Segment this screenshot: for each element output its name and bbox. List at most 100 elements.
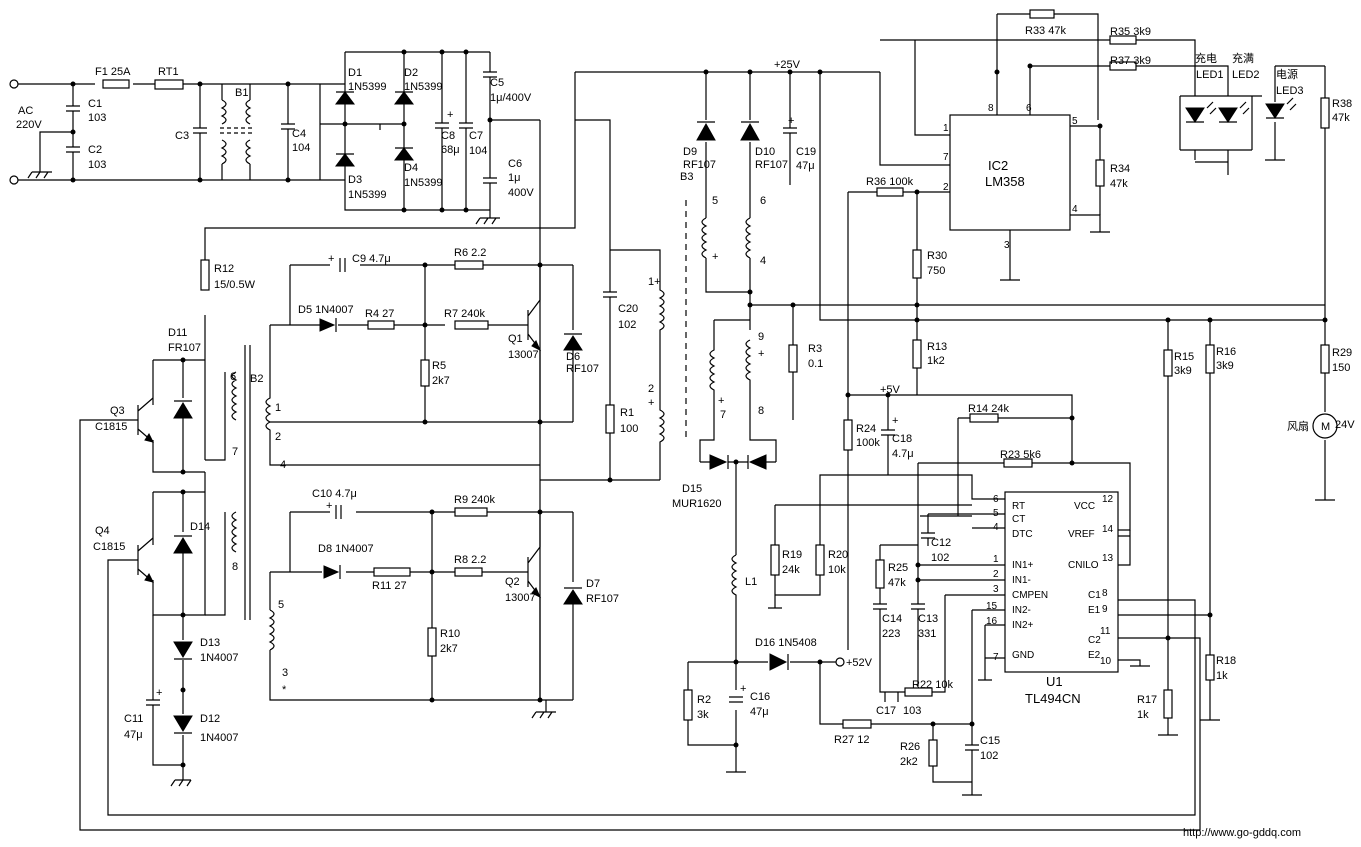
resistor-r27 [842, 719, 872, 729]
d12-name: D12 [200, 713, 220, 725]
r11-label: R11 27 [372, 580, 407, 592]
d5-label: D5 1N4007 [298, 304, 354, 316]
resistor-r23 [1003, 458, 1033, 468]
d1-name: D1 [348, 67, 362, 79]
r23-label: R23 5k6 [1000, 449, 1041, 461]
c13-name: C13 [918, 613, 938, 625]
u1-tl494cn [1004, 491, 1119, 673]
r14-label: R14 24k [968, 403, 1009, 415]
c17-val: 103 [903, 705, 921, 717]
resistor-r17 [1163, 689, 1173, 719]
fan-motor-icon [1312, 413, 1338, 439]
q3-val: C1815 [95, 421, 127, 433]
c6-val2: 400V [508, 187, 534, 199]
plus52v-label: +52V [846, 657, 873, 669]
ic2-pin3: 3 [1004, 240, 1010, 251]
resistor-r1 [605, 404, 615, 434]
led1-cn: 充电 [1195, 51, 1217, 65]
c11-plus: + [156, 687, 162, 699]
resistor-r22 [904, 687, 933, 697]
b2-pin-6: 6 [230, 371, 236, 383]
c12-name: C12 [931, 537, 951, 549]
rt1-label: RT1 [158, 66, 179, 78]
fuse-f1 [102, 79, 130, 89]
r30-name: R30 [927, 250, 947, 262]
b3-prim-1: 1+ [648, 276, 661, 288]
resistor-r13 [912, 339, 922, 369]
u1-name: U1 [1046, 674, 1063, 689]
resistor-r6 [454, 260, 484, 270]
r33-label: R33 47k [1025, 25, 1066, 37]
ac-input-section: AC 220V F1 25A RT1 C1 103 C2 103 C3 B1 C… [9, 66, 320, 185]
q4-name: Q4 [95, 525, 110, 537]
r10-name: R10 [440, 628, 460, 640]
tl494-num-1: 1 [993, 554, 999, 565]
d3-val: 1N5399 [348, 189, 387, 201]
resistor-r20 [815, 544, 825, 576]
c6-val1: 1μ [508, 172, 520, 184]
lm358-section: R33 47k R35 3k9 R37 3k9 IC2 LM358 8 6 1 … [819, 9, 1355, 650]
b1-label: B1 [235, 87, 248, 99]
d13-name: D13 [200, 637, 220, 649]
c11-val: 47μ [124, 729, 143, 741]
d3-name: D3 [348, 174, 362, 186]
d9-name: D9 [683, 146, 697, 158]
r25-name: R25 [888, 562, 908, 574]
r26-val: 2k2 [900, 756, 918, 768]
c4-val: 104 [292, 142, 310, 154]
fan-motor-m: M [1321, 421, 1330, 433]
ic2-pin7: 7 [943, 152, 949, 163]
r29-val: 150 [1332, 362, 1350, 374]
d6-name: D6 [566, 351, 580, 363]
r1-name: R1 [620, 407, 634, 419]
fan-voltage: 24V [1335, 419, 1355, 431]
r8-label: R8 2.2 [454, 554, 486, 566]
b3-pin-8: 8 [758, 405, 764, 417]
tl494-num-16: 16 [986, 616, 998, 627]
tl494-num-2: 2 [993, 569, 999, 580]
resistor-r29 [1320, 344, 1330, 374]
tl494-pin-in2n: IN2- [1012, 605, 1031, 616]
d6-val: RF107 [566, 363, 599, 375]
r3-val: 0.1 [808, 358, 823, 370]
aux-drive-section: R12 15/0.5W D11 FR107 Q3 C1815 D14 Q4 C1… [93, 259, 256, 787]
d8-label: D8 1N4007 [318, 543, 374, 555]
b2-pin-8: 8 [232, 561, 238, 573]
r5-val: 2k7 [432, 375, 450, 387]
resistor-r12 [200, 259, 210, 291]
b2-pin-4: 4 [280, 459, 286, 471]
r38-val: 47k [1332, 112, 1350, 124]
snubber-and-b3-primary: C20 102 R1 100 1+ 2 + [540, 200, 687, 483]
d9-val: RF107 [683, 159, 716, 171]
d15-val: MUR1620 [672, 498, 722, 510]
tl494-pin-c2: C2 [1088, 635, 1101, 646]
b3-pin-4: 4 [760, 255, 766, 267]
resistor-r18 [1205, 654, 1215, 681]
r29-name: R29 [1332, 347, 1352, 359]
ic2-pin5: 5 [1072, 116, 1078, 127]
c16-val: 47μ [750, 706, 769, 718]
c10-plus: + [326, 500, 332, 512]
tl494-num-10: 10 [1100, 656, 1112, 667]
b3-pin-6: 6 [760, 195, 766, 207]
c8-name: C8 [441, 130, 455, 142]
tl494-num-14: 14 [1102, 524, 1114, 535]
c2-name: C2 [88, 144, 102, 156]
resistor-r2 [683, 689, 693, 721]
tl494-section: +5V R24 100k + C18 4.7μ R14 24k R23 5k6 … [79, 317, 1236, 831]
b3-label: B3 [680, 171, 693, 183]
c7-name: C7 [469, 130, 483, 142]
ic2-pin6: 6 [1026, 103, 1032, 114]
r16-val: 3k9 [1216, 360, 1234, 372]
d10-val: RF107 [755, 159, 788, 171]
c19-plus: + [788, 115, 794, 127]
tl494-pin-in1p: IN1+ [1012, 560, 1034, 571]
drive-transformer-b2: B2 1 2 4 6 7 8 5 3 * [230, 325, 540, 696]
c5-name: C5 [490, 77, 504, 89]
tl494-num-9: 9 [1102, 604, 1108, 615]
c18-name: C18 [892, 433, 912, 445]
tl494-num-13: 13 [1102, 553, 1114, 564]
ic2-pin8: 8 [988, 103, 994, 114]
b3-plus-b: + [758, 348, 764, 360]
b2-pin-7: 7 [232, 446, 238, 458]
